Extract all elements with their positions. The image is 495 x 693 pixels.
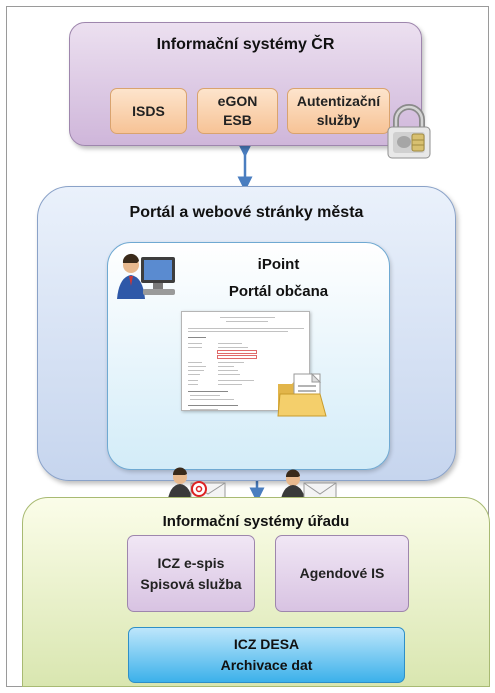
is-uradu-title: Informační systémy úřadu	[162, 513, 350, 530]
box-icz-desa: ICZ DESA Archivace dat	[128, 627, 405, 683]
portal-title: Portál a webové stránky města	[129, 204, 364, 221]
ipoint-title: iPoint	[257, 256, 300, 273]
box-icz-espis: ICZ e-spis Spisová služba	[127, 535, 255, 612]
box-isds: ISDS	[110, 88, 187, 134]
ipoint-subtitle: Portál občana	[228, 283, 329, 300]
folder-document-icon	[277, 372, 327, 417]
box-autentizacni-sluzby: Autentizační služby	[287, 88, 390, 134]
is-cr-title: Informační systémy ČR	[156, 36, 335, 53]
box-agendove-is: Agendové IS	[275, 535, 409, 612]
box-egon-esb: eGON ESB	[197, 88, 278, 134]
user-computer-icon	[117, 253, 175, 299]
lock-icon	[387, 104, 431, 159]
